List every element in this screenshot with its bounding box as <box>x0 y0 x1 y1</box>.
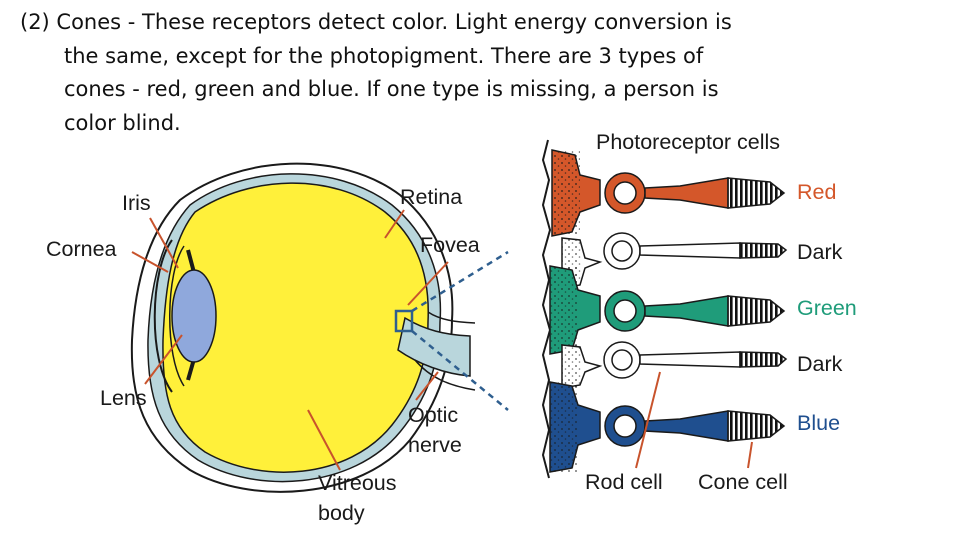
row-label-blue: Blue <box>797 411 840 435</box>
photoreceptor-row-green: Green <box>549 265 857 355</box>
eye-leader-lines <box>131 209 449 471</box>
photoreceptor-row-blue: Blue <box>549 381 840 473</box>
dark1-outer-segment <box>739 242 788 259</box>
label-optic-nerve-line2: nerve <box>408 433 462 457</box>
dark2-outer-segment <box>739 351 788 368</box>
label-retina: Retina <box>400 185 462 209</box>
label-optic-nerve-line1: Optic <box>408 403 458 427</box>
label-lens: Lens <box>100 386 147 410</box>
photoreceptor-row-dark-2: Dark <box>561 341 843 389</box>
label-cone-cell: Cone cell <box>698 470 788 494</box>
photoreceptor-row-red: Red <box>551 149 836 237</box>
label-rod-cell: Rod cell <box>585 470 663 494</box>
row-label-green: Green <box>797 296 857 320</box>
green-cell-outer-segment <box>727 295 786 327</box>
text-line-2: the same, except for the photopigment. T… <box>64 43 704 68</box>
label-vitreous-line2: body <box>318 501 365 525</box>
red-cell-outer-segment <box>727 177 786 209</box>
text-line-4: color blind. <box>64 110 181 135</box>
eye-lens <box>171 269 217 363</box>
eye-sclera <box>130 162 454 493</box>
text-line-3: cones - red, green and blue. If one type… <box>64 77 719 101</box>
zoom-line-top <box>411 250 509 313</box>
red-cell-inner-segment <box>644 177 729 209</box>
photoreceptor-title: Photoreceptor cells <box>596 130 780 154</box>
zoom-line-bottom <box>411 330 509 411</box>
label-iris: Iris <box>122 191 151 215</box>
photoreceptor-row-dark-1: Dark <box>561 232 843 289</box>
eye-optic-nerve <box>397 316 471 377</box>
row-label-dark-1: Dark <box>797 240 843 264</box>
row-label-dark-2: Dark <box>797 352 843 376</box>
blue-cell-outer-segment <box>727 410 786 442</box>
row-label-red: Red <box>797 180 836 204</box>
eye-illustration <box>130 162 509 493</box>
fovea-highlight-box <box>394 309 414 333</box>
label-vitreous-line1: Vitreous <box>318 471 396 495</box>
label-cornea: Cornea <box>46 237 117 261</box>
text-line-1: (2) Cones - These receptors detect color… <box>20 10 732 34</box>
label-fovea: Fovea <box>420 233 480 257</box>
photoreceptor-base-edge <box>541 139 552 479</box>
cell-type-leader-lines <box>635 371 753 469</box>
eye-vitreous-body <box>162 182 429 473</box>
eye-cornea <box>153 239 173 393</box>
slide-body-text: (2) Cones - These receptors detect color… <box>20 6 820 140</box>
